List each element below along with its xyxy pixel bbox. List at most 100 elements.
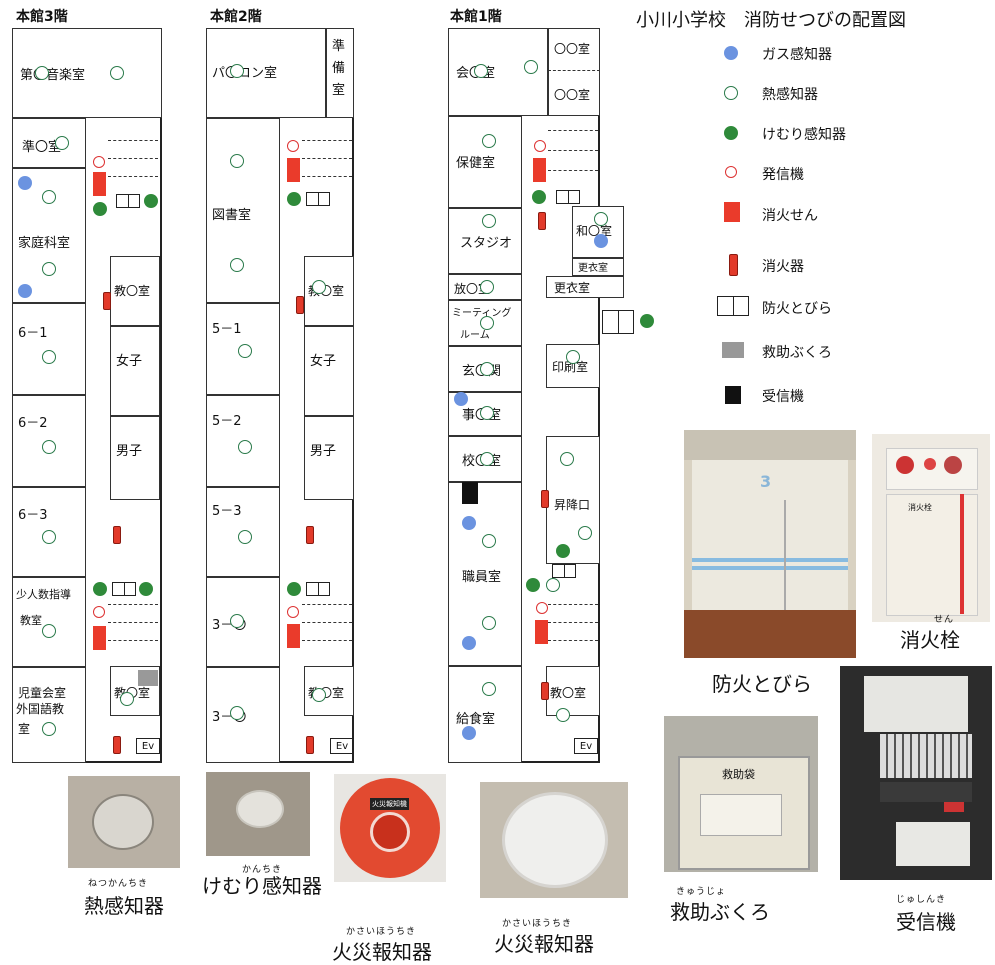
hydrant-lamp-icon <box>924 458 936 470</box>
hydrant-photo: 消火栓 <box>872 434 990 622</box>
floor1-title: 本館1階 <box>450 9 502 25</box>
hydrant-lamp-icon <box>944 456 962 474</box>
room-6-3: 6－3 <box>18 508 48 523</box>
heat-detector-icon <box>230 706 244 720</box>
extinguisher-icon <box>296 296 304 314</box>
smoke-detector-icon <box>144 194 158 208</box>
extinguisher-icon <box>113 736 121 754</box>
heat-detector-icon <box>566 350 580 364</box>
heat-detector-icon <box>42 440 56 454</box>
heat-detector-icon <box>230 64 244 78</box>
alarm2-caption: 火災報知器 <box>494 932 594 956</box>
smoke-caption: けむり感知器 <box>202 874 322 898</box>
receiver-icon <box>725 386 741 404</box>
heat-detector-icon <box>120 692 134 706</box>
heat-detector-icon <box>480 280 494 294</box>
alarm2-ruby: かさいほうちき <box>502 919 573 929</box>
heat-detector-icon <box>42 624 56 638</box>
gas-detector-icon <box>18 284 32 298</box>
room-5-2: 5－2 <box>212 414 242 429</box>
room-6-1: 6－1 <box>18 326 48 341</box>
smoke-detector-icon <box>287 582 301 596</box>
heat-detector-icon <box>524 60 538 74</box>
fire-hydrant-icon <box>535 620 548 644</box>
heat-detector-icon <box>724 86 738 100</box>
smoke-detector-icon <box>640 314 654 328</box>
alarm-box-label: 火災報知機 <box>370 798 409 810</box>
heat-detector-icon <box>35 66 49 80</box>
room-library: 図書室 <box>212 208 252 223</box>
hydrant-box-label: 消火栓 <box>908 503 932 512</box>
smoke-detector-icon <box>532 190 546 204</box>
heat-detector-icon <box>230 154 244 168</box>
room-prep: 準〇室 <box>22 140 62 155</box>
room-kyozai: 教〇室 <box>114 284 151 298</box>
heat-detector-icon <box>480 452 494 466</box>
extinguisher-icon <box>541 490 549 508</box>
room-top-a: 〇〇室 <box>554 42 591 56</box>
fire-door-icon <box>306 582 330 596</box>
legend-hydrant: 消火せん <box>762 208 818 224</box>
smoke-detector-photo <box>206 772 310 856</box>
smoke-detector-icon <box>93 582 107 596</box>
smoke-detector-icon <box>93 202 107 216</box>
smoke-detector-icon <box>236 790 284 828</box>
room-pc: パ〇コン室 <box>212 66 278 81</box>
room-music: 第〇音楽室 <box>20 68 86 83</box>
heat-detector-icon <box>482 214 496 228</box>
heat-detector-icon <box>482 682 496 696</box>
extinguisher-icon <box>306 736 314 754</box>
room-studio: スタジオ <box>460 236 513 251</box>
page-title: 小川小学校 消防せつびの配置図 <box>636 10 906 31</box>
smoke-detector-icon <box>139 582 153 596</box>
rescue-chute-icon <box>138 670 158 686</box>
alarm-transmitter-icon <box>287 606 299 618</box>
heat-detector-icon <box>482 616 496 630</box>
fire-hydrant-icon <box>533 158 546 182</box>
alarm1-caption: 火災報知器 <box>332 940 432 964</box>
heat-detector-icon <box>312 280 326 294</box>
gas-detector-icon <box>594 234 608 248</box>
room-gaikoku-2: 室 <box>18 722 31 736</box>
receiver-photo <box>840 666 992 880</box>
heat-detector-icon <box>55 136 69 150</box>
gas-detector-icon <box>724 46 738 60</box>
legend-gas: ガス感知器 <box>762 47 832 63</box>
fire-hydrant-icon <box>287 624 300 648</box>
elevator: Ev <box>136 738 160 754</box>
elevator: Ev <box>574 738 598 754</box>
heat-detector-icon <box>480 362 494 376</box>
fire-door-icon <box>116 194 140 208</box>
hydrant-caption: 消火栓 <box>900 628 960 652</box>
smoke-detector-icon <box>556 544 570 558</box>
heat-detector-icon <box>42 190 56 204</box>
gas-detector-icon <box>18 176 32 190</box>
room-meeting-2: ルーム <box>460 330 490 341</box>
room-5-3: 5－3 <box>212 504 242 519</box>
gas-detector-icon <box>454 392 468 406</box>
fire-door-icon <box>306 192 330 206</box>
alarm-transmitter-icon <box>93 156 105 168</box>
fire-alarm-photo-1: 火災報知機 <box>334 774 446 882</box>
room-kyozai: 教〇室 <box>550 686 587 700</box>
hydrant-ruby: せん <box>934 615 955 625</box>
heat-detector-icon <box>42 530 56 544</box>
receiver-icon <box>462 482 478 504</box>
fire-hydrant-icon <box>287 158 300 182</box>
heat-detector-icon <box>42 262 56 276</box>
rescue-chute-icon <box>722 342 744 358</box>
hydrant-lamp-icon <box>896 456 914 474</box>
heat-detector-icon <box>42 722 56 736</box>
heat-detector-icon <box>312 688 326 702</box>
fire-hydrant-icon <box>724 202 740 222</box>
smoke-detector-icon <box>724 126 738 140</box>
extinguisher-icon <box>541 682 549 700</box>
heat-detector-icon <box>230 614 244 628</box>
legend-extinguisher: 消火器 <box>762 259 804 275</box>
room-danshi: 男子 <box>310 444 337 459</box>
heat-detector-icon <box>594 212 608 226</box>
room-shokuin: 職員室 <box>462 570 502 585</box>
legend-receiver: 受信機 <box>762 389 804 405</box>
rescue-chute-photo: 救助袋 <box>664 716 818 872</box>
alarm-transmitter-icon <box>93 606 105 618</box>
